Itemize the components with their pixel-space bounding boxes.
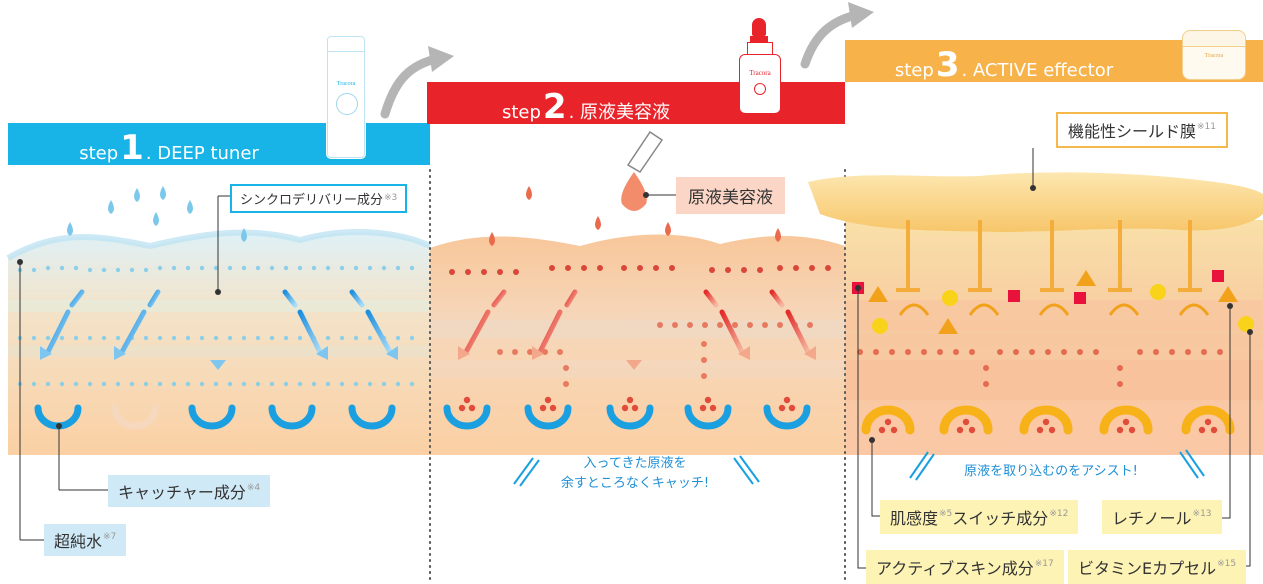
retinol-text: レチノール	[1112, 509, 1192, 528]
shield-pillars	[896, 220, 1202, 292]
catchers-blue-filled	[443, 404, 811, 430]
cream-jar-image: Tracora	[1180, 30, 1248, 80]
catch-all-line2: 余すところなくキャッチ!	[560, 475, 710, 491]
catcher-label: キャッチャー成分 ※4	[108, 475, 271, 507]
ultrapure-water-note: ※7	[103, 532, 117, 542]
curl-arrows	[898, 303, 1210, 316]
catcher-note: ※4	[246, 483, 261, 493]
vitamin-e-label: ビタミンEカプセル ※15	[1068, 550, 1247, 584]
water-droplets	[67, 186, 247, 242]
step3-prefix: step	[894, 60, 934, 81]
synchro-dots	[17, 265, 415, 387]
step1-title: . DEEP tuner	[145, 143, 259, 164]
shield-membrane-label: 機能性シールド膜 ※11	[1056, 112, 1229, 148]
catchers-orange	[861, 405, 1235, 435]
catcher-faded	[111, 404, 159, 430]
ultrapure-water-label: 超純水 ※7	[44, 524, 127, 556]
synchro-delivery-note: ※3	[384, 193, 398, 203]
sparkle-lines-3	[909, 449, 1205, 481]
active-skin-text: アクティブスキン成分	[876, 559, 1034, 578]
serum-drop-large	[621, 172, 647, 211]
panel3-dots	[857, 349, 1223, 387]
caught-serum-dots	[458, 396, 796, 412]
penetration-arrows-blue	[45, 289, 393, 357]
step1-banner: step 1 . DEEP tuner	[8, 123, 430, 165]
yellow-circles	[872, 284, 1254, 334]
skin-switch-text: 肌感度	[890, 509, 939, 528]
orange-triangles	[868, 270, 1238, 334]
skin-switch-text2: スイッチ成分	[952, 509, 1049, 528]
vitamin-e-text: ビタミンEカプセル	[1078, 559, 1217, 578]
cream-jar-label: Tracora	[1204, 53, 1224, 59]
shield-membrane-text: 機能性シールド膜	[1068, 122, 1197, 141]
ultrapure-water-text: 超純水	[54, 532, 103, 551]
shield-membrane-note: ※11	[1197, 122, 1217, 132]
skin-switch-label: 肌感度 ※5 スイッチ成分 ※12	[880, 500, 1079, 534]
step2-prefix: step	[501, 102, 541, 123]
serum-bottle-image: Tracora	[737, 18, 781, 114]
penetration-arrows-red	[463, 289, 811, 357]
tuner-bottle-label: Tracora	[336, 81, 356, 87]
panel2-skin	[430, 234, 845, 455]
assist-text: 原液を取り込むのをアシスト!	[964, 464, 1138, 479]
serum-label: 原液美容液	[676, 177, 785, 214]
active-skin-note: ※17	[1034, 559, 1054, 569]
serum-droplets	[489, 186, 781, 246]
catch-all-caption: 入ってきた原液を 余すところなくキャッチ!	[550, 454, 720, 493]
dropper-tip	[626, 130, 664, 173]
step2-number: 2	[542, 87, 567, 127]
skin-switch-note2: ※12	[1049, 509, 1069, 519]
serum-text: 原液美容液	[688, 188, 773, 208]
catcher-text: キャッチャー成分	[118, 483, 246, 502]
step3-title: . ACTIVE effector	[961, 60, 1114, 81]
step1-prefix: step	[79, 143, 119, 164]
synchro-delivery-text: シンクロデリバリー成分	[240, 193, 384, 208]
serum-dots	[449, 265, 831, 275]
retinol-label: レチノール ※13	[1102, 500, 1222, 534]
catch-all-line1: 入ってきた原液を	[583, 456, 687, 471]
arrow-heads-red	[458, 346, 816, 370]
retinol-note: ※13	[1192, 509, 1212, 519]
skin-switch-note1: ※5	[939, 509, 953, 519]
shield-membrane	[808, 172, 1263, 232]
step2-title: . 原液美容液	[568, 102, 671, 123]
arrow-heads-blue	[40, 346, 398, 370]
step2-banner: step 2 . 原液美容液	[427, 82, 845, 124]
active-skin-label: アクティブスキン成分 ※17	[866, 550, 1064, 584]
tuner-bottle-image: Tracora	[327, 36, 365, 158]
caught-dots-3	[878, 418, 1218, 434]
serum-bottle-label: Tracora	[749, 69, 771, 77]
step3-number: 3	[935, 45, 960, 85]
assist-caption: 原液を取り込むのをアシスト!	[936, 462, 1166, 482]
step1-number: 1	[120, 128, 144, 168]
synchro-delivery-label: シンクロデリバリー成分 ※3	[230, 184, 408, 213]
sparkle-lines-2	[513, 455, 760, 487]
vitamin-e-note: ※15	[1217, 559, 1237, 569]
